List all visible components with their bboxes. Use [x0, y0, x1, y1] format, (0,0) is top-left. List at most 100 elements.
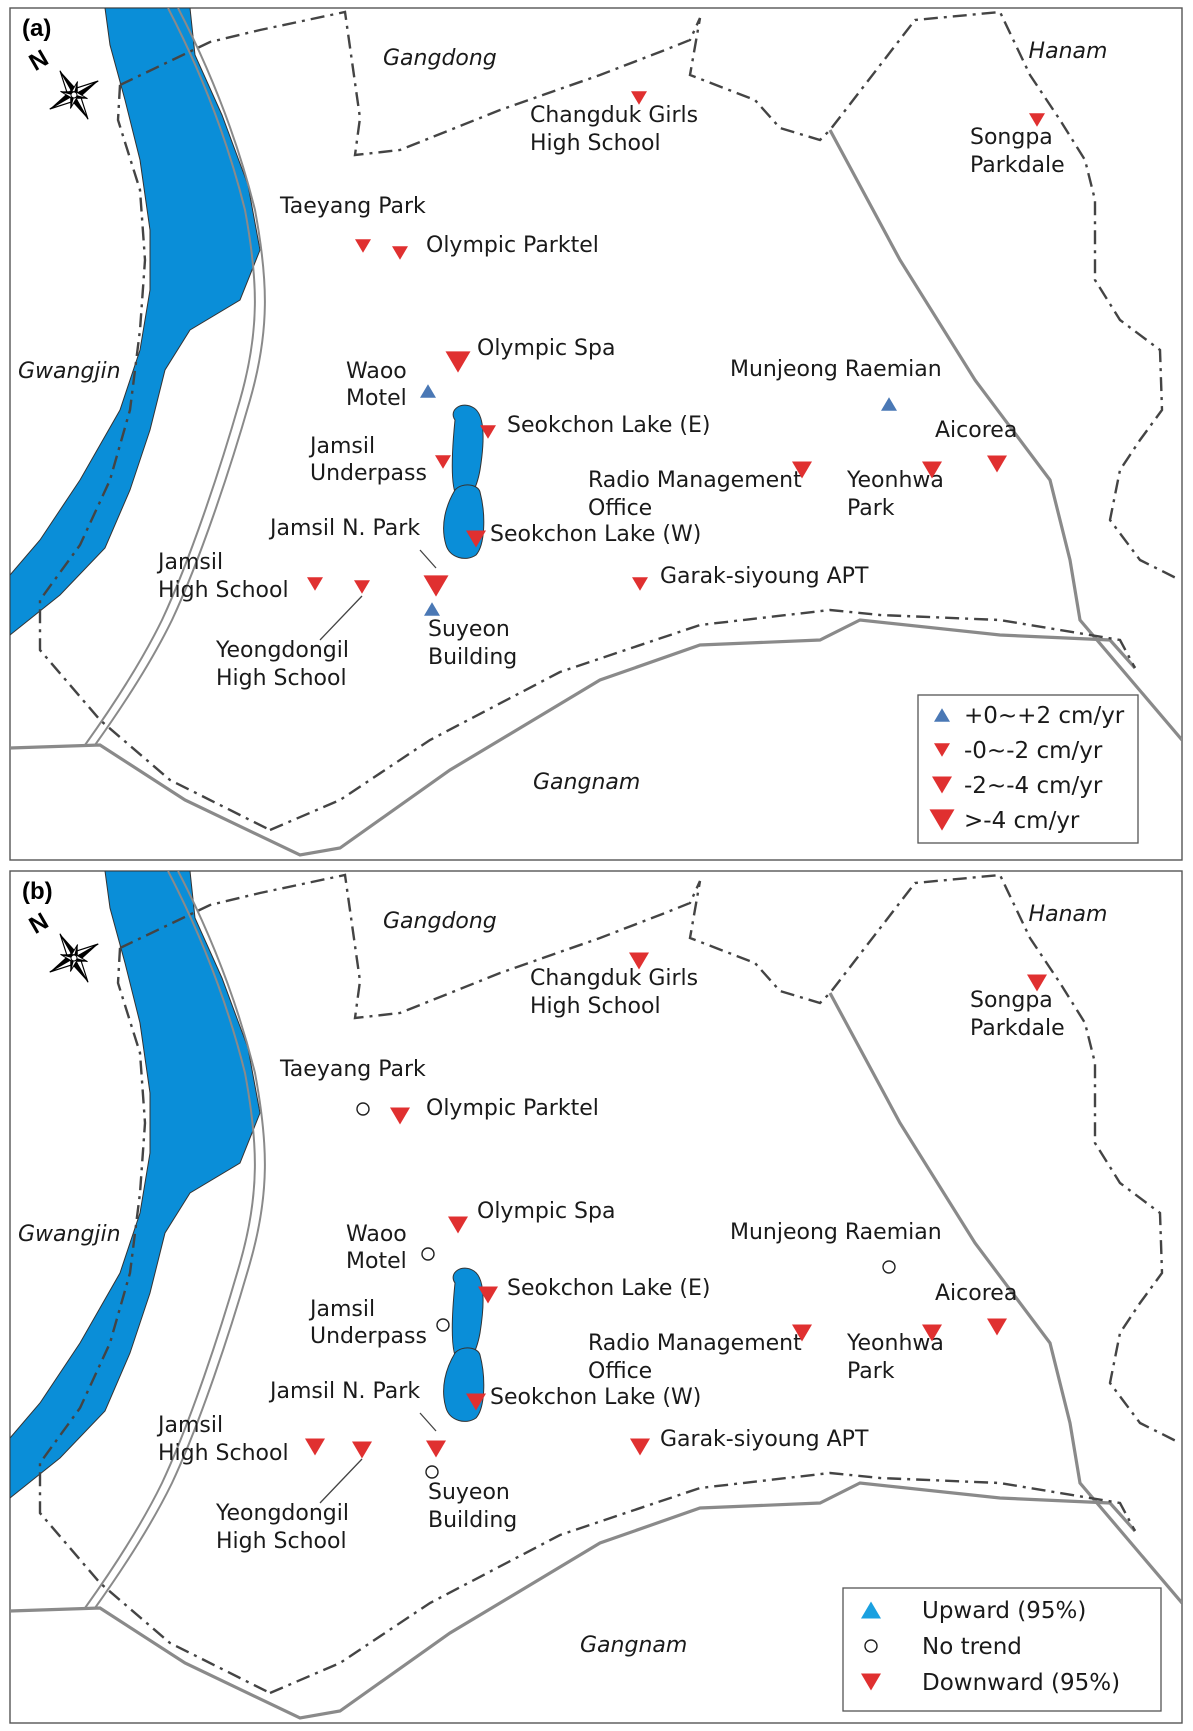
road-east [828, 992, 1182, 1605]
station-marker-jamsil_hs [305, 1438, 325, 1456]
station-marker-radio [792, 461, 812, 479]
station-marker-underpass [436, 1318, 450, 1332]
station-marker-aicorea [987, 1318, 1007, 1336]
road-riverside [94, 871, 266, 1609]
legend-symbol-1 [864, 1639, 878, 1653]
station-label-suyeon: Suyeon [428, 1480, 510, 1505]
seokchon-lake-east [451, 404, 484, 501]
station-label-changduk: Changduk Girls [530, 103, 698, 128]
road-riverside [94, 8, 266, 746]
station-marker-changduk [631, 91, 647, 105]
district-boundary-north [119, 10, 1181, 582]
station-label-waoo: Motel [346, 1249, 407, 1274]
legend-symbol-2 [861, 1673, 881, 1691]
station-marker-jamsil_hs [307, 577, 323, 591]
road-riverside-2 [84, 8, 256, 746]
legend-label-1: No trend [922, 1634, 1022, 1660]
north-arrow-compass: N [25, 45, 99, 120]
district-boundary-north [119, 873, 1181, 1445]
station-label-munjeong: Munjeong Raemian [730, 1220, 942, 1245]
station-label-aicorea: Aicorea [935, 418, 1017, 443]
region-label-gangnam: Gangnam [533, 770, 640, 795]
station-marker-underpass [435, 455, 451, 469]
station-label-taeyang: Taeyang Park [279, 1057, 426, 1082]
station-marker-suyeon [425, 1465, 439, 1479]
road-south [10, 618, 1137, 857]
leader-line-jamsil-npark [419, 1412, 437, 1432]
station-label-suyeon: Building [428, 645, 517, 670]
station-label-jamsil_hs: High School [158, 1441, 289, 1466]
station-label-underpass: Underpass [310, 1324, 427, 1349]
station-label-lake_w: Seokchon Lake (W) [490, 522, 701, 547]
seokchon-lake-east [451, 1267, 484, 1364]
station-label-yeongdongil: High School [216, 666, 347, 691]
station-marker-spa [448, 1216, 468, 1234]
station-label-radio: Office [588, 496, 652, 521]
road-south [10, 1481, 1137, 1720]
legend-box [917, 694, 1139, 844]
station-label-lake_e: Seokchon Lake (E) [507, 413, 710, 438]
station-marker-lake_e [478, 1286, 498, 1304]
station-label-yeonhwa: Park [847, 1359, 895, 1384]
station-label-songpa: Parkdale [970, 1016, 1065, 1041]
station-label-jamsil_hs: High School [158, 578, 289, 603]
han-river [10, 8, 261, 636]
station-label-yeongdongil: Yeongdongil [215, 1501, 349, 1526]
station-label-garak: Garak-siyoung APT [660, 564, 869, 589]
station-marker-garak [632, 577, 648, 591]
station-label-changduk: High School [530, 131, 661, 156]
region-label-hanam: Hanam [1029, 902, 1108, 927]
station-label-taeyang: Taeyang Park [279, 194, 426, 219]
station-marker-yeonhwa [922, 461, 942, 479]
station-marker-yeongdongil [352, 1441, 372, 1459]
panel-tag: (b) [22, 878, 53, 905]
district-boundary-west [38, 947, 271, 1695]
station-label-suyeon: Suyeon [428, 617, 510, 642]
station-label-parktel: Olympic Parktel [426, 1096, 599, 1121]
station-marker-yeonhwa [922, 1324, 942, 1342]
station-label-waoo: Motel [346, 386, 407, 411]
station-label-spa: Olympic Spa [477, 1199, 615, 1224]
station-marker-songpa [1027, 974, 1047, 992]
station-label-waoo: Waoo [346, 1222, 407, 1247]
station-label-radio: Radio Management [588, 1331, 802, 1356]
station-marker-munjeong [882, 1260, 896, 1274]
legend-box [842, 1587, 1162, 1712]
region-label-gangdong: Gangdong [383, 46, 497, 71]
station-marker-lake_e [480, 425, 496, 439]
station-label-aicorea: Aicorea [935, 1281, 1017, 1306]
station-label-songpa: Songpa [970, 125, 1053, 150]
region-label-gwangjin: Gwangjin [18, 359, 121, 384]
station-label-yeonhwa: Yeonhwa [846, 468, 944, 493]
station-marker-taeyang [356, 1102, 370, 1116]
legend-label-2: -2~-4 cm/yr [964, 773, 1103, 799]
station-marker-songpa [1029, 113, 1045, 127]
station-marker-munjeong [881, 397, 897, 411]
legend-label-0: Upward (95%) [922, 1598, 1086, 1624]
region-label-hanam: Hanam [1029, 39, 1108, 64]
road-riverside-2 [84, 871, 256, 1609]
north-arrow-compass: N [25, 908, 99, 983]
station-label-underpass: Jamsil [308, 1297, 375, 1322]
legend-label-0: +0~+2 cm/yr [964, 703, 1125, 729]
legend-label-2: Downward (95%) [922, 1670, 1120, 1696]
station-label-npark: Jamsil N. Park [268, 516, 420, 541]
station-label-radio: Radio Management [588, 468, 802, 493]
station-marker-parktel [392, 246, 408, 260]
district-boundary-south [269, 608, 1137, 832]
station-label-changduk: High School [530, 994, 661, 1019]
station-label-yeongdongil: Yeongdongil [215, 638, 349, 663]
legend-label-1: -0~-2 cm/yr [964, 738, 1103, 764]
station-label-lake_e: Seokchon Lake (E) [507, 1276, 710, 1301]
station-marker-parktel [390, 1107, 410, 1125]
district-boundary-south [269, 1471, 1137, 1695]
station-marker-npark [423, 575, 449, 597]
road-east [828, 129, 1182, 742]
station-label-radio: Office [588, 1359, 652, 1384]
leader-line-yeongdongil [319, 595, 363, 641]
station-label-underpass: Jamsil [308, 434, 375, 459]
region-label-gwangjin: Gwangjin [18, 1222, 121, 1247]
station-label-suyeon: Building [428, 1508, 517, 1533]
